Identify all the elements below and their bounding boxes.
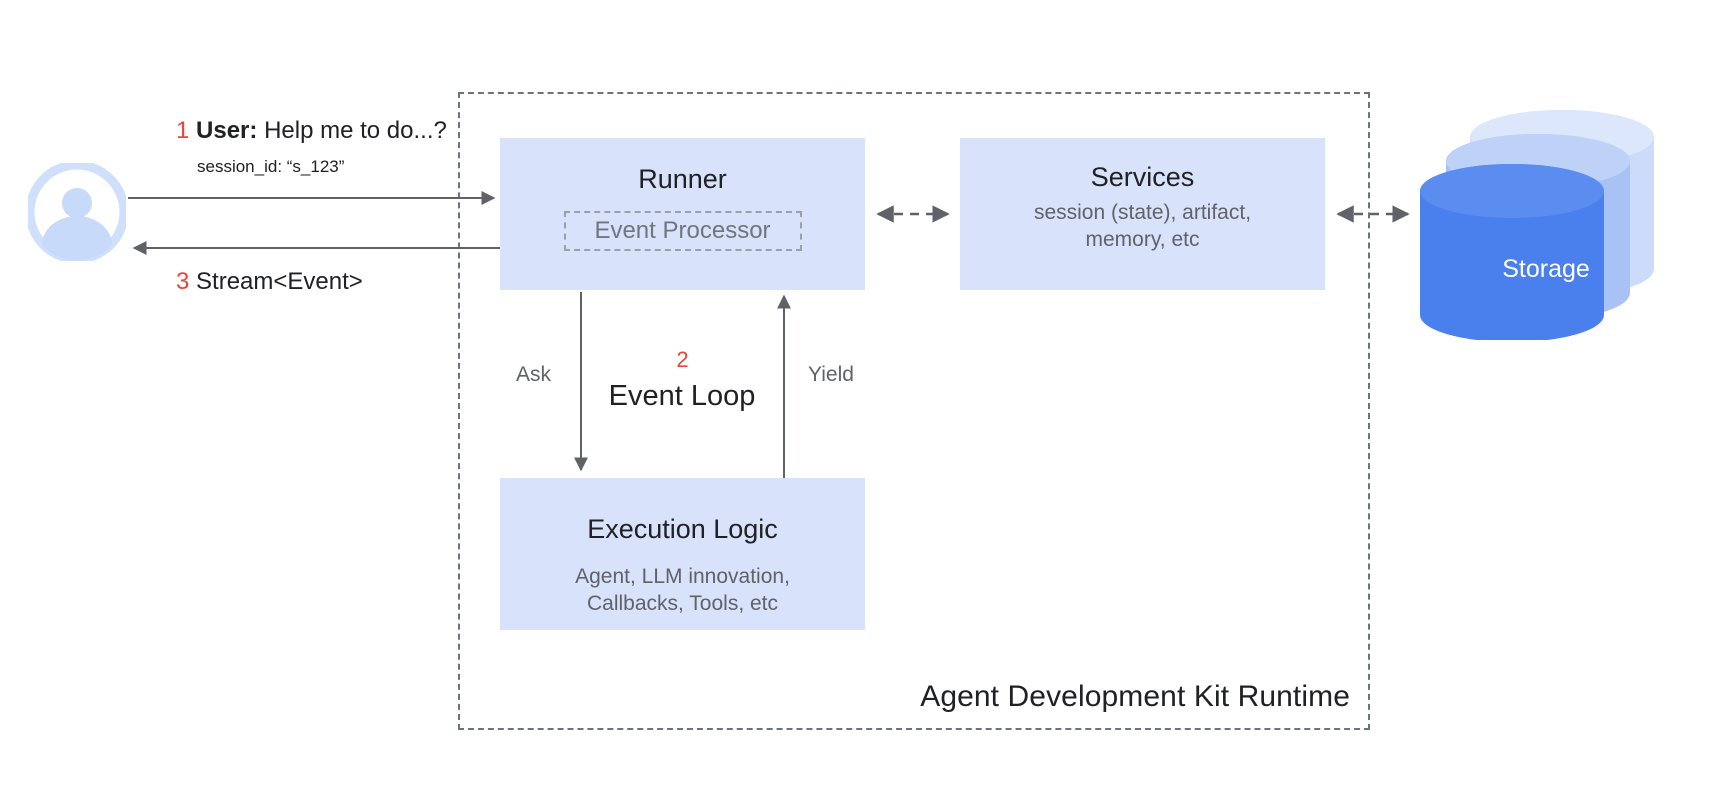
message-1-speaker: User: [196, 117, 258, 144]
execution-logic-box[interactable]: Execution Logic Agent, LLM innovation, C… [500, 478, 865, 630]
event-processor-box[interactable]: Event Processor [563, 211, 802, 252]
message-3: 3 Stream<Event> [176, 268, 363, 296]
event-loop-title: Event Loop [608, 380, 756, 412]
runtime-caption: Agent Development Kit Runtime [920, 680, 1350, 713]
message-3-number: 3 [176, 268, 190, 295]
database-cylinder-icon[interactable] [1412, 95, 1680, 342]
event-loop-number: 2 [676, 347, 689, 372]
services-box[interactable]: Services session (state), artifact, memo… [960, 138, 1325, 290]
message-3-text: Stream<Event> [196, 268, 363, 295]
execution-logic-subtitle: Agent, LLM innovation, Callbacks, Tools,… [575, 565, 790, 616]
message-1-session-id: session_id: “s_123” [197, 157, 345, 176]
services-subtitle: session (state), artifact, memory, etc [1033, 201, 1252, 252]
runner-box[interactable]: Runner Event Processor [500, 138, 865, 290]
message-1-number: 1 [176, 117, 190, 144]
message-1-text: Help me to do...? [264, 117, 447, 144]
message-1: 1 User: Help me to do...? [176, 117, 447, 145]
runtime-boundary [458, 92, 1370, 730]
runner-title: Runner [638, 164, 727, 194]
execution-logic-title: Execution Logic [587, 514, 778, 544]
user-avatar-icon [25, 160, 129, 264]
services-title: Services [1090, 162, 1195, 192]
ask-label: Ask [516, 363, 552, 386]
yield-label: Yield [808, 363, 854, 386]
